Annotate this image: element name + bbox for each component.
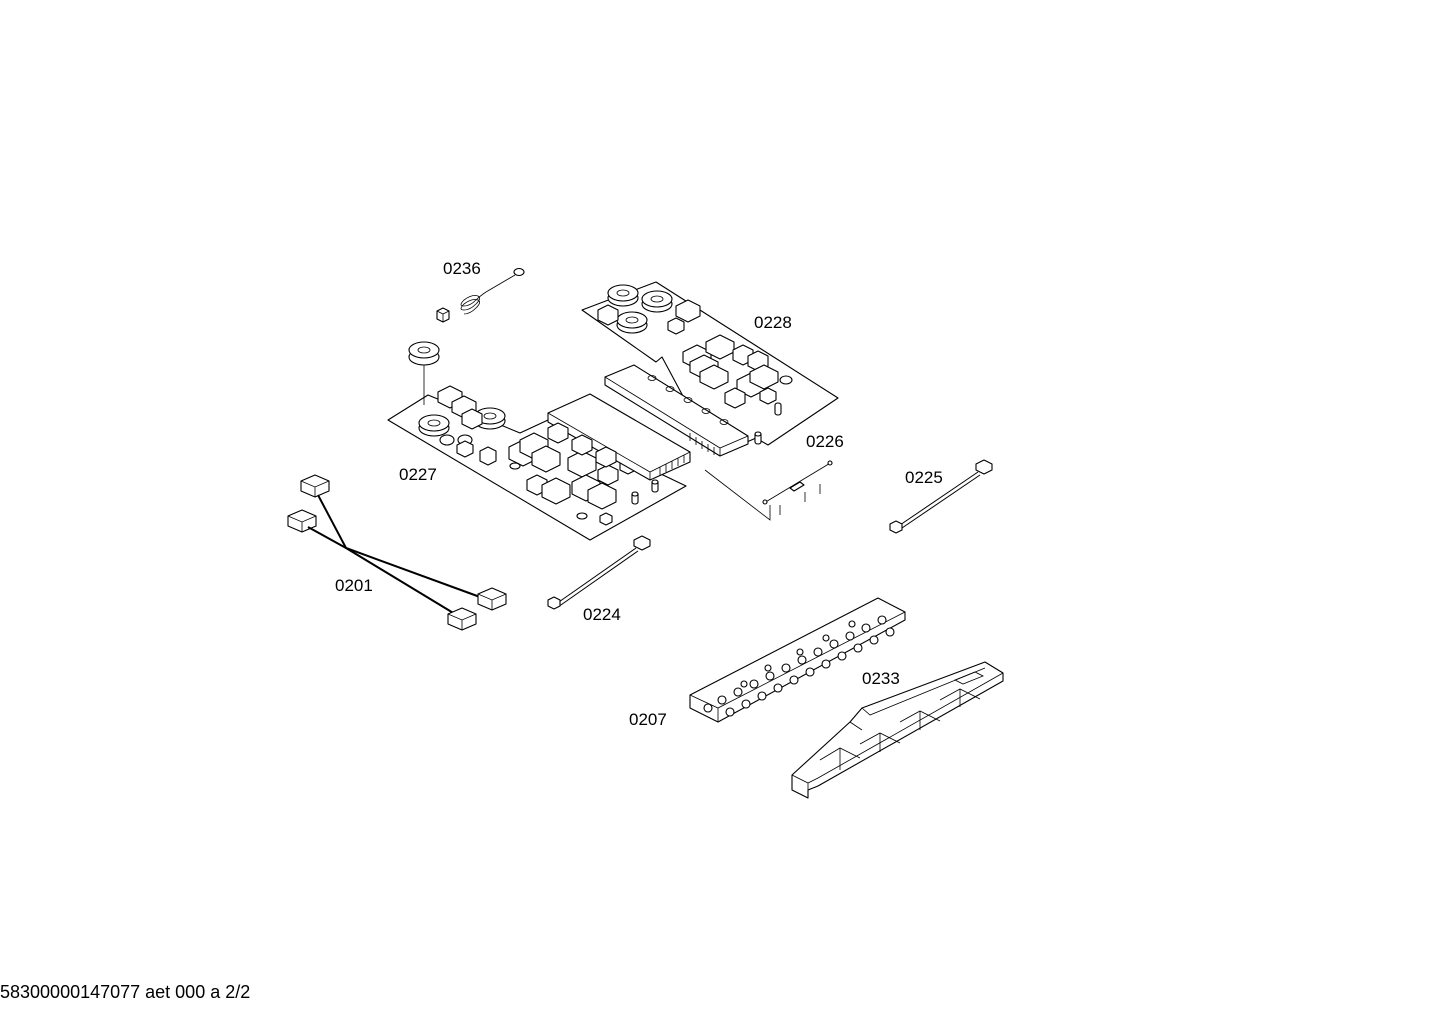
label-0228: 0228 [754, 313, 792, 332]
part-0228-power-board[interactable] [581, 281, 839, 457]
label-0236: 0236 [443, 259, 481, 278]
label-0207: 0207 [629, 710, 667, 729]
label-0233: 0233 [862, 669, 900, 688]
part-0233-frame[interactable] [791, 661, 1004, 799]
part-0227-power-board[interactable] [387, 341, 691, 541]
label-0201: 0201 [335, 576, 373, 595]
label-0225: 0225 [905, 468, 943, 487]
part-0236-sensor[interactable] [436, 267, 525, 323]
connector-line [704, 469, 771, 521]
part-0226-resistor[interactable] [762, 460, 833, 515]
label-0224: 0224 [583, 605, 621, 624]
part-0224-cable[interactable] [547, 535, 651, 610]
label-0227: 0227 [399, 465, 437, 484]
label-0226: 0226 [806, 432, 844, 451]
drawing-reference: 58300000147077 aet 000 a 2/2 [0, 982, 251, 1002]
part-0201-wire-harness[interactable] [287, 474, 507, 631]
part-0207-display-board[interactable] [689, 597, 906, 723]
part-0225-cable[interactable] [889, 459, 993, 534]
